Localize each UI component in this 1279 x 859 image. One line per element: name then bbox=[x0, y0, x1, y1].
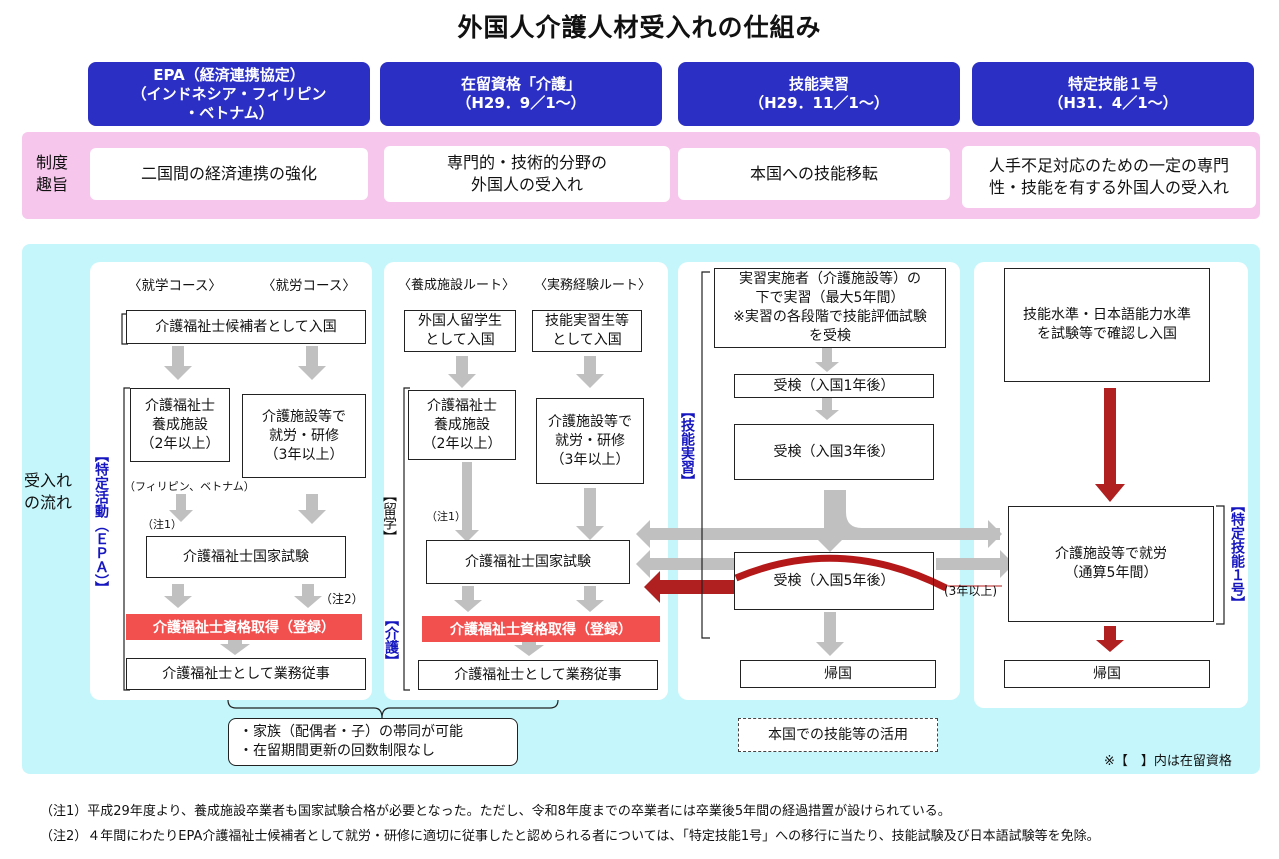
footnote-2: （注2）４年間にわたりEPA介護福祉士候補者として就労・研修に適切に従事したと認… bbox=[40, 829, 1100, 844]
footnote-1: （注1）平成29年度より、養成施設卒業者も国家試験合格が必要となった。ただし、令… bbox=[40, 804, 951, 819]
care-note1: （注1） bbox=[426, 510, 466, 523]
ssw-return: 帰国 bbox=[1004, 660, 1210, 688]
epa-work-training: 介護施設等で 就労・研修 （3年以上） bbox=[242, 394, 366, 478]
epa-note1: （注1） bbox=[142, 518, 182, 531]
epa-note2: （注2） bbox=[320, 592, 364, 606]
flow-label: 受入れ の流れ bbox=[24, 471, 73, 512]
ssw-status-label: 【特定技能１号】 bbox=[1229, 498, 1245, 610]
care-work-exp: 介護施設等で 就労・研修 （3年以上） bbox=[536, 398, 644, 484]
care-work: 介護福祉士として業務従事 bbox=[418, 660, 658, 690]
course-work: 〈就労コース〉 bbox=[262, 278, 356, 294]
epa-status-label: 【特定活動（ＥＰＡ）】 bbox=[93, 448, 109, 595]
care-school: 介護福祉士 養成施設 （2年以上） bbox=[408, 390, 516, 460]
tech-training: 実習実施者（介護施設等）の 下で実習（最大5年間） ※実習の各段階で技能評価試験… bbox=[714, 268, 946, 348]
epa-qualification: 介護福祉士資格取得（登録） bbox=[126, 614, 362, 640]
home-use: 本国での技能等の活用 bbox=[738, 718, 938, 752]
legend-note: ※【 】内は在留資格 bbox=[1104, 754, 1232, 769]
header-technical-intern: 技能実習 （H29．11／1～） bbox=[678, 62, 960, 126]
tech-exam-1: 受検（入国1年後） bbox=[734, 374, 934, 398]
purpose-technical-intern: 本国への技能移転 bbox=[678, 148, 950, 200]
epa-work: 介護福祉士として業務従事 bbox=[126, 658, 366, 690]
epa-entry: 介護福祉士候補者として入国 bbox=[126, 310, 366, 344]
care-qualification: 介護福祉士資格取得（登録） bbox=[422, 616, 660, 642]
page-title: 外国人介護人材受入れの仕組み bbox=[457, 13, 822, 42]
route-work: 〈実務経験ルート〉 bbox=[534, 278, 652, 293]
epa-school: 介護福祉士 養成施設 （2年以上） bbox=[130, 388, 230, 462]
tech-return: 帰国 bbox=[740, 660, 936, 688]
care-trainee-entry: 技能実習生等 として入国 bbox=[532, 310, 642, 352]
care-student-entry: 外国人留学生 として入国 bbox=[404, 310, 516, 352]
family-note: ・家族（配偶者・子）の帯同が可能 ・在留期間更新の回数制限なし bbox=[228, 718, 518, 766]
purpose-epa: 二国間の経済連携の強化 bbox=[90, 148, 368, 200]
tech-status-label: 【技能実習】 bbox=[679, 404, 695, 488]
ssw-work: 介護施設等で就労 （通算5年間） bbox=[1008, 506, 1214, 622]
tech-exam-3: 受検（入国3年後） bbox=[734, 424, 934, 480]
care-exam: 介護福祉士国家試験 bbox=[426, 540, 630, 584]
tech-3years: (3年以上) bbox=[944, 584, 997, 598]
purpose-label: 制度 趣旨 bbox=[36, 153, 69, 194]
purpose-care: 専門的・技術的分野の 外国人の受入れ bbox=[384, 146, 670, 202]
header-specified-skill: 特定技能１号 （H31．4／1～） bbox=[972, 62, 1254, 126]
care-status-study: 【留学】 bbox=[381, 488, 397, 544]
epa-exam: 介護福祉士国家試験 bbox=[146, 536, 346, 578]
route-school: 〈養成施設ルート〉 bbox=[398, 278, 516, 293]
epa-countries-note: （フィリピン、ベトナム） bbox=[124, 480, 255, 493]
course-study: 〈就学コース〉 bbox=[128, 278, 222, 294]
header-care: 在留資格「介護」 （H29．9／1～） bbox=[380, 62, 662, 126]
ssw-entry: 技能水準・日本語能力水準 を試験等で確認し入国 bbox=[1004, 268, 1210, 382]
care-status-care: 【介護】 bbox=[383, 612, 399, 668]
purpose-specified-skill: 人手不足対応のための一定の専門 性・技能を有する外国人の受入れ bbox=[962, 146, 1256, 208]
tech-exam-5: 受検（入国5年後） bbox=[734, 552, 934, 610]
header-epa: EPA（経済連携協定） （インドネシア・フィリピン ・ベトナム） bbox=[88, 62, 370, 126]
